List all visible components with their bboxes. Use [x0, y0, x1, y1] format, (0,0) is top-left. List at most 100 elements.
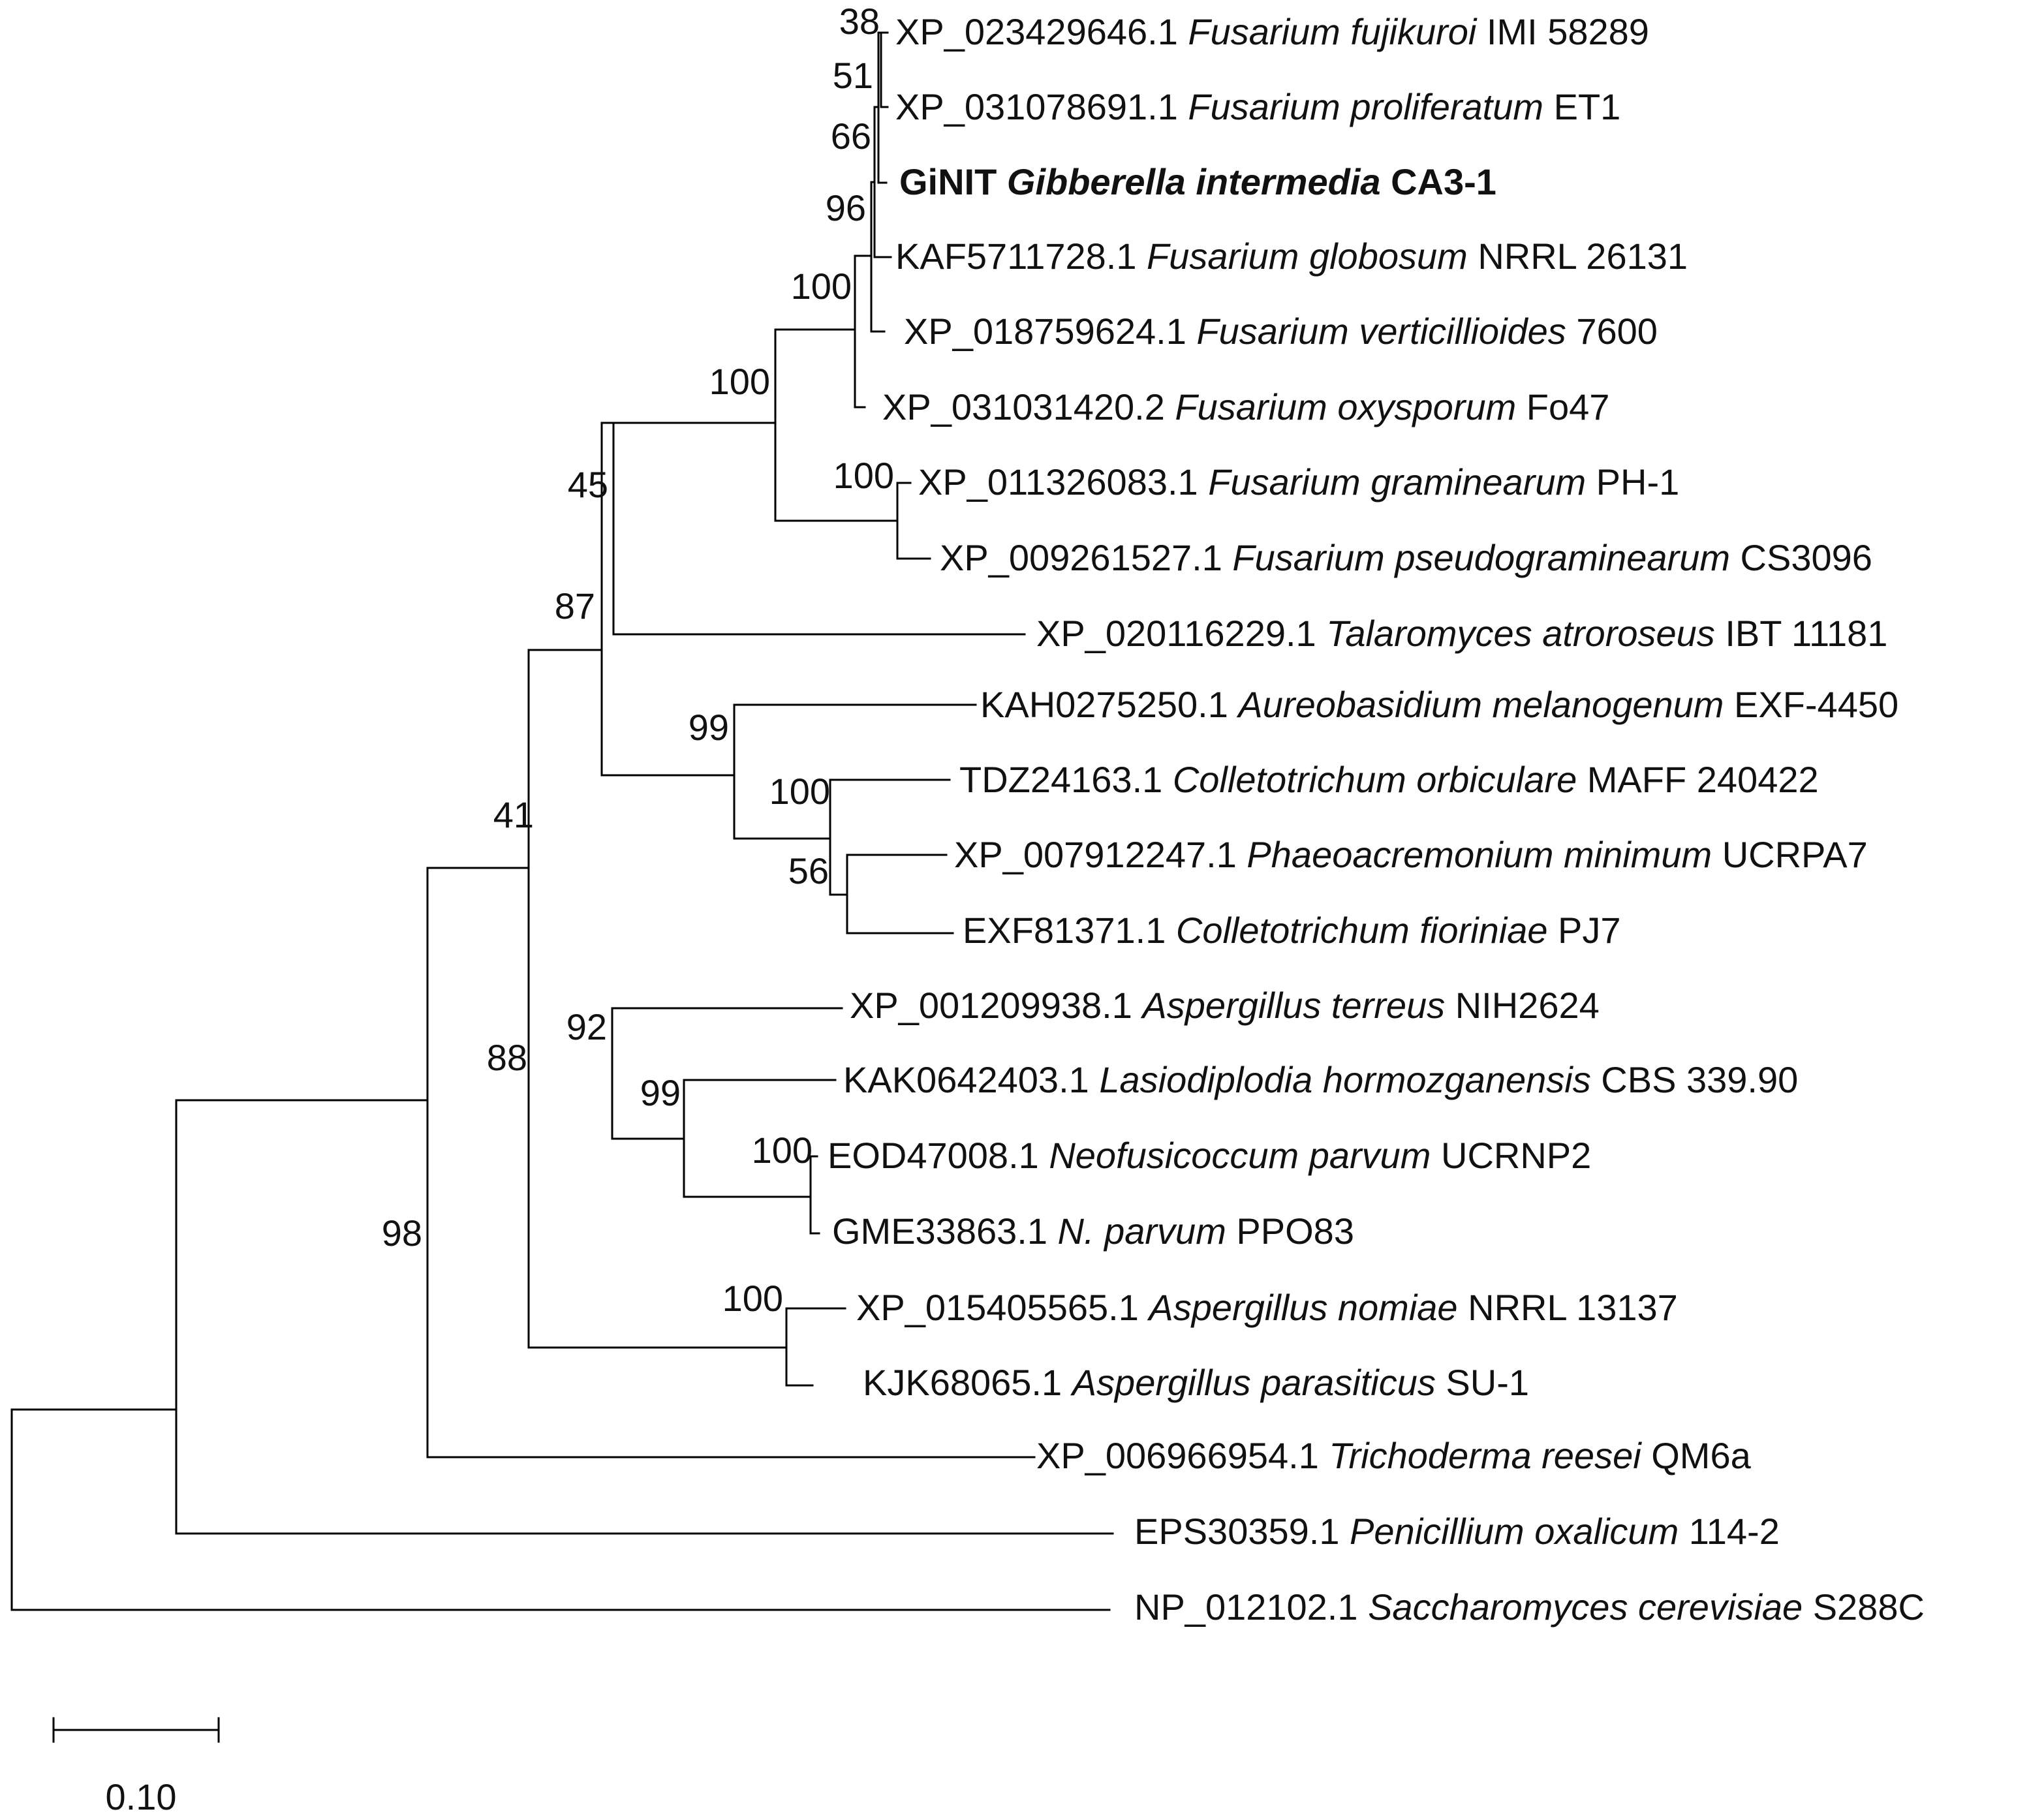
accession: XP_006966954.1: [1036, 1435, 1319, 1476]
bootstrap-value: 88: [487, 1037, 527, 1078]
species-name: Fusarium oxysporum: [1175, 386, 1516, 427]
strain: NIH2624: [1455, 985, 1600, 1026]
species-name: Fusarium globosum: [1147, 236, 1468, 277]
accession: EPS30359.1: [1134, 1511, 1339, 1552]
bootstrap-value: 41: [493, 794, 534, 835]
bootstrap-value: 92: [566, 1006, 607, 1047]
strain: ET1: [1554, 86, 1621, 127]
strain: UCRNP2: [1441, 1135, 1591, 1176]
species-name: Talaromyces atroroseus: [1326, 613, 1715, 654]
species-name: Saccharomyces cerevisiae: [1368, 1586, 1803, 1627]
strain: PPO83: [1236, 1211, 1354, 1252]
leaf-label: XP_009261527.1 Fusarium pseudograminearu…: [940, 537, 1872, 578]
leaf-label: XP_001209938.1 Aspergillus terreus NIH26…: [850, 985, 1600, 1026]
species-name: Fusarium graminearum: [1208, 461, 1586, 502]
accession: KAH0275250.1: [980, 684, 1228, 725]
strain: NRRL 26131: [1478, 236, 1688, 277]
leaf-label: XP_015405565.1 Aspergillus nomiae NRRL 1…: [856, 1287, 1678, 1328]
bootstrap-value: 96: [826, 187, 866, 228]
accession: NP_012102.1: [1134, 1586, 1358, 1627]
leaf-label: KAH0275250.1 Aureobasidium melanogenum E…: [980, 684, 1898, 725]
leaf-label: XP_023429646.1 Fusarium fujikuroi IMI 58…: [895, 11, 1649, 52]
accession: KAK0642403.1: [843, 1059, 1089, 1100]
bootstrap-value: 100: [709, 361, 770, 402]
bootstrap-value: 56: [788, 850, 829, 891]
leaf-label: GME33863.1 N. parvum PPO83: [832, 1211, 1354, 1252]
species-name: Gibberella intermedia: [1007, 161, 1381, 202]
species-name: Aspergillus parasiticus: [1070, 1362, 1436, 1403]
leaf-label: XP_007912247.1 Phaeoacremonium minimum U…: [954, 834, 1868, 875]
leaf-label: XP_031078691.1 Fusarium proliferatum ET1: [895, 86, 1620, 127]
accession: XP_007912247.1: [954, 834, 1237, 875]
leaf-label: KAK0642403.1 Lasiodiplodia hormozganensi…: [843, 1059, 1798, 1100]
bootstrap-value: 87: [555, 585, 595, 626]
accession: XP_011326083.1: [918, 461, 1198, 502]
leaf-label: XP_011326083.1 Fusarium graminearum PH-1: [918, 461, 1679, 502]
strain: QM6a: [1651, 1435, 1751, 1476]
accession: KJK68065.1: [863, 1362, 1062, 1403]
leaf-label: KAF5711728.1 Fusarium globosum NRRL 2613…: [895, 236, 1688, 277]
accession: XP_015405565.1: [856, 1287, 1139, 1328]
accession: XP_031031420.2: [882, 386, 1165, 427]
leaf-label: EOD47008.1 Neofusicoccum parvum UCRNP2: [828, 1135, 1591, 1176]
leaf-label: XP_018759624.1 Fusarium verticillioides …: [904, 311, 1658, 352]
accession: XP_001209938.1: [850, 985, 1132, 1026]
species-name: Colletotrichum fioriniae: [1176, 910, 1548, 951]
bootstrap-value: 38: [839, 1, 880, 42]
bootstrap-value: 45: [568, 464, 608, 505]
species-name: Penicillium oxalicum: [1350, 1511, 1679, 1552]
tree-branches: [10, 31, 1114, 1611]
leaf-labels: XP_023429646.1 Fusarium fujikuroi IMI 58…: [828, 11, 1925, 1627]
bootstrap-value: 51: [833, 55, 873, 96]
species-name: Colletotrichum orbiculare: [1173, 759, 1577, 800]
strain: 7600: [1576, 311, 1658, 352]
strain: IBT 11181: [1725, 613, 1887, 654]
species-name: Fusarium proliferatum: [1188, 86, 1543, 127]
species-name: Phaeoacremonium minimum: [1247, 834, 1712, 875]
accession: XP_023429646.1: [895, 11, 1178, 52]
leaf-label: XP_031031420.2 Fusarium oxysporum Fo47: [882, 386, 1609, 427]
strain: PJ7: [1558, 910, 1621, 951]
bootstrap-value: 99: [689, 707, 729, 748]
bootstrap-value: 100: [769, 771, 830, 812]
accession: KAF5711728.1: [895, 236, 1136, 277]
accession: XP_009261527.1: [940, 537, 1222, 578]
strain: EXF-4450: [1734, 684, 1898, 725]
leaf-label: EPS30359.1 Penicillium oxalicum 114-2: [1134, 1511, 1780, 1552]
leaf-label-query: GiNIT Gibberella intermedia CA3-1: [899, 161, 1496, 202]
leaf-label: EXF81371.1 Colletotrichum fioriniae PJ7: [963, 910, 1621, 951]
species-name: Lasiodiplodia hormozganensis: [1099, 1059, 1590, 1100]
strain: PH-1: [1596, 461, 1680, 502]
bootstrap-value: 100: [791, 266, 852, 307]
leaf-label: XP_006966954.1 Trichoderma reesei QM6a: [1036, 1435, 1752, 1476]
leaf-label: XP_020116229.1 Talaromyces atroroseus IB…: [1036, 613, 1887, 654]
scale-bar-label: 0.10: [106, 1776, 177, 1817]
bootstrap-value: 100: [722, 1278, 783, 1319]
strain: SU-1: [1446, 1362, 1529, 1403]
species-name: Aspergillus terreus: [1140, 985, 1445, 1026]
bootstrap-value: 99: [640, 1072, 681, 1113]
species-name: Neofusicoccum parvum: [1049, 1135, 1431, 1176]
strain: NRRL 13137: [1468, 1287, 1678, 1328]
strain: MAFF 240422: [1587, 759, 1819, 800]
strain: UCRPA7: [1722, 834, 1868, 875]
species-name: Aspergillus nomiae: [1147, 1287, 1457, 1328]
species-name: N. parvum: [1058, 1211, 1226, 1252]
strain: CS3096: [1741, 537, 1872, 578]
strain: S288C: [1813, 1586, 1925, 1627]
bootstrap-value: 100: [752, 1130, 813, 1171]
accession: XP_020116229.1: [1036, 613, 1316, 654]
bootstrap-value: 100: [833, 455, 894, 496]
accession: TDZ24163.1: [959, 759, 1162, 800]
accession: XP_031078691.1: [895, 86, 1178, 127]
strain: Fo47: [1526, 386, 1610, 427]
leaf-label: NP_012102.1 Saccharomyces cerevisiae S28…: [1134, 1586, 1925, 1627]
accession: GiNIT: [899, 161, 997, 202]
accession: XP_018759624.1: [904, 311, 1186, 352]
species-name: Fusarium verticillioides: [1196, 311, 1566, 352]
scale-bar: 0.10: [52, 1717, 220, 1817]
accession: EOD47008.1: [828, 1135, 1039, 1176]
strain: 114-2: [1689, 1511, 1780, 1552]
species-name: Fusarium pseudograminearum: [1232, 537, 1730, 578]
